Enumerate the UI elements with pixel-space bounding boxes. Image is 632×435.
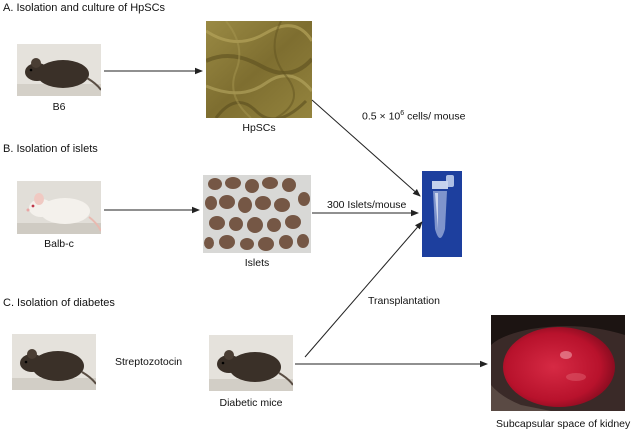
cells-dose-suffix: cells/ mouse [404,110,466,123]
section-a-title: A. Isolation and culture of HpSCs [3,2,166,14]
balbc-mouse-photo [17,181,101,234]
diabetic-mice-photo [209,335,293,391]
section-c-title: C. Isolation of diabetes [3,297,115,309]
islets-label: Islets [244,257,270,269]
hpscs-culture-photo [206,21,312,118]
cells-dose-prefix: 0.5 × 10 [362,110,401,123]
eppendorf-tube-photo [422,171,462,257]
b6-label: B6 [52,101,66,113]
cells-dose-label: 0.5 × 106 cells/ mouse [362,110,465,123]
section-b-title: B. Isolation of islets [3,143,98,155]
streptozotocin-mouse-photo [12,334,96,390]
islets-dose-label: 300 Islets/mouse [327,199,407,211]
kidney-photo [491,315,625,411]
cells-dose-exponent: 6 [400,110,405,117]
islets-photo [203,175,311,253]
streptozotocin-label: Streptozotocin [115,356,183,368]
b6-mouse-photo [17,44,101,96]
balbc-label: Balb-c [44,238,74,250]
transplantation-label: Transplantation [368,295,440,307]
hpscs-label: HpSCs [242,122,276,134]
diabetic-mice-label: Diabetic mice [219,397,283,409]
kidney-label: Subcapsular space of kidney [496,418,631,430]
arrow-diabetic-to-tube [304,221,423,358]
arrow-hpscs-to-tube [311,99,421,197]
